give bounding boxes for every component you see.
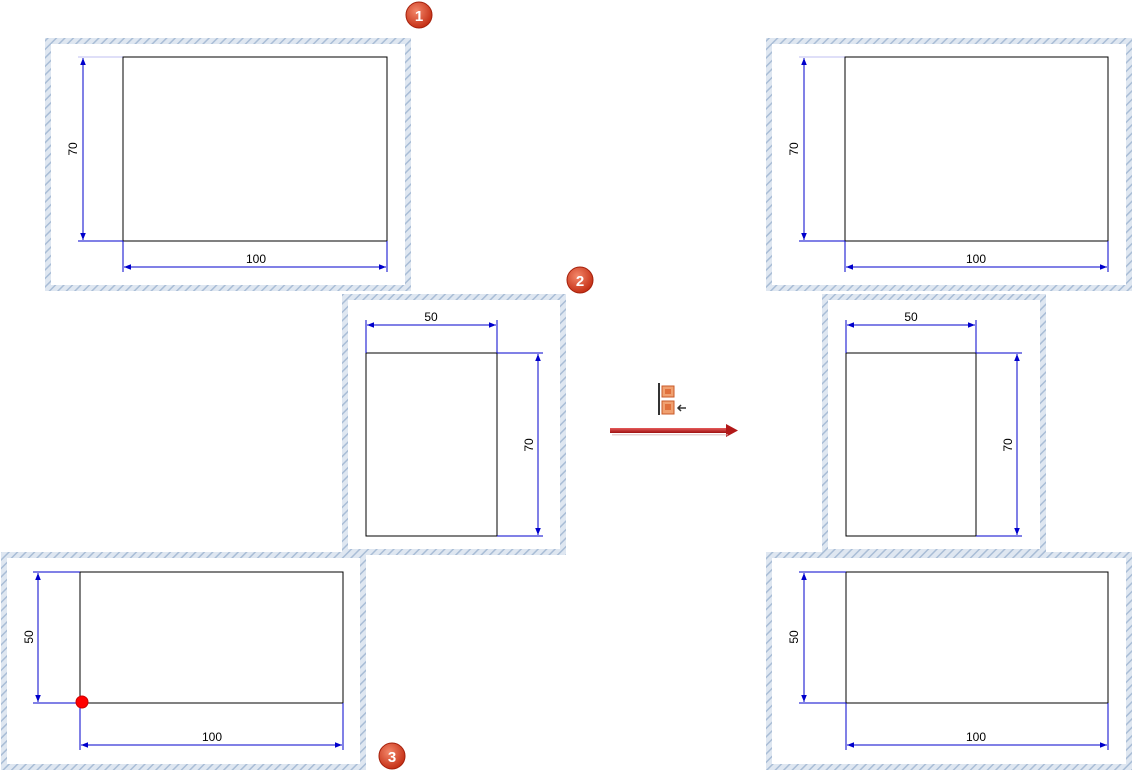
view-frame-1[interactable]: 70 100 (45, 38, 411, 291)
result-view-1-width-label: 100 (966, 252, 986, 266)
result-view-frame-1[interactable]: 70 100 (766, 38, 1132, 291)
view-1-width-label: 100 (246, 252, 266, 266)
svg-text:3: 3 (388, 749, 396, 766)
result-view-2-height-label: 70 (1001, 438, 1015, 452)
result-view-frame-3[interactable]: 50 100 (766, 552, 1132, 770)
view-frame-2[interactable]: 50 70 (342, 294, 566, 555)
view-1-rectangle (122, 56, 388, 242)
result-view-1-height-label: 70 (787, 142, 801, 156)
view-2-rectangle (365, 352, 498, 537)
result-view-3-height-label: 50 (787, 630, 801, 644)
result-view-2-rectangle (845, 352, 977, 537)
view-1-height-label: 70 (66, 142, 80, 156)
svg-text:1: 1 (415, 8, 423, 25)
view-2-height-label: 70 (522, 438, 536, 452)
right-arrow-icon (610, 424, 738, 437)
svg-text:2: 2 (576, 273, 584, 290)
result-view-frame-2[interactable]: 50 70 (822, 294, 1046, 555)
view-3-rectangle (79, 571, 344, 704)
result-view-1-rectangle (844, 56, 1109, 242)
result-view-2-width-label: 50 (904, 310, 918, 324)
view-3-width-label: 100 (202, 730, 222, 744)
result-view-3-width-label: 100 (966, 730, 986, 744)
view-frame-3[interactable]: 50 100 (1, 552, 366, 770)
view-2-width-label: 50 (424, 310, 438, 324)
result-view-3-rectangle (845, 571, 1109, 704)
view-3-height-label: 50 (22, 630, 36, 644)
step-badge-2: 2 (566, 266, 594, 294)
reference-point[interactable] (75, 695, 89, 709)
align-views-icon[interactable] (658, 383, 686, 415)
step-badge-1: 1 (405, 1, 433, 29)
step-badge-3: 3 (378, 742, 406, 770)
